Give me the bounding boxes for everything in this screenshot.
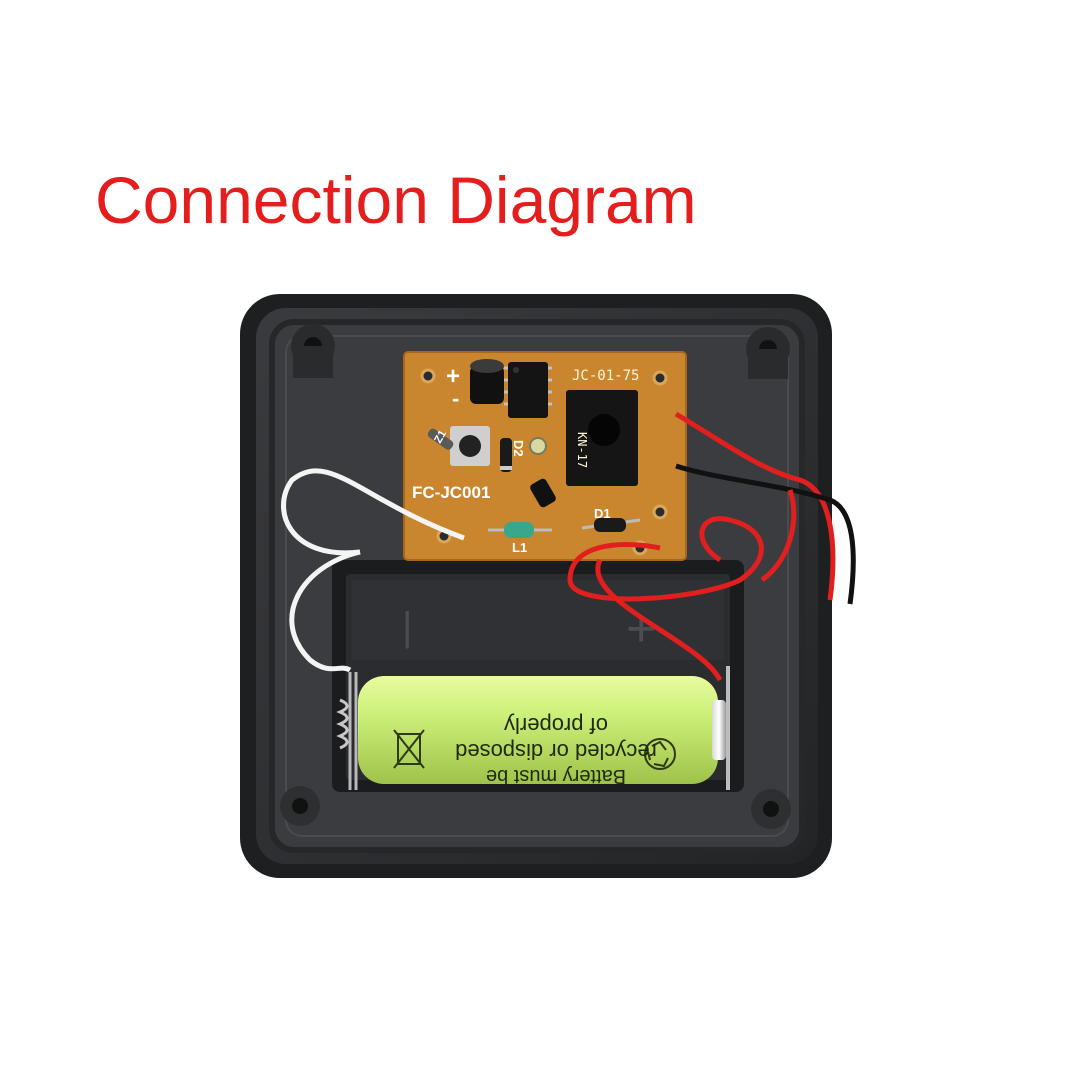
label-z1: Z1 [432,428,449,445]
battery-text-line1: Battery must be [486,765,626,787]
inductor-l1 [488,522,552,538]
pcb-minus: - [452,386,459,411]
recycle-icon [644,738,676,770]
diode-d1 [581,518,641,532]
battery-text-line2: recycled or disposed [455,739,657,764]
crossed-bin-icon [393,729,425,769]
led [529,437,547,455]
label-l1: L1 [512,540,527,555]
screw-post-bottom-right [751,789,791,829]
battery-text-line3: of properly [504,713,608,738]
pcb-board: JC-01-75 FC-JC001 KN-17 + - D1 D2 L1 Z1 [403,351,687,561]
push-switch [566,390,638,486]
pcb-model-code: JC-01-75 [572,368,639,384]
screw-post-top-left [291,324,335,378]
page-title: Connection Diagram [95,163,697,237]
diode-z1 [427,428,454,450]
label-d2: D2 [511,440,526,457]
wire-black-switch [675,463,856,605]
pcb-board-name: FC-JC001 [412,483,490,502]
transistor [530,478,556,508]
diode-d2 [500,438,512,472]
screw-post-bottom-left [280,786,320,826]
wire-red-battery [567,489,797,682]
wire-red-switch [674,411,836,601]
tactile-button [450,426,490,466]
ic-chip [504,362,552,418]
battery: Battery must be recycled or disposed of … [336,666,730,790]
electrolytic-capacitor [470,359,504,404]
wire-white [281,468,465,673]
holder-minus-mark: | [402,605,412,649]
label-d1: D1 [594,506,611,521]
pcb-plus: + [446,363,460,390]
switch-label: KN-17 [575,432,589,468]
screw-post-top-right [746,327,790,379]
